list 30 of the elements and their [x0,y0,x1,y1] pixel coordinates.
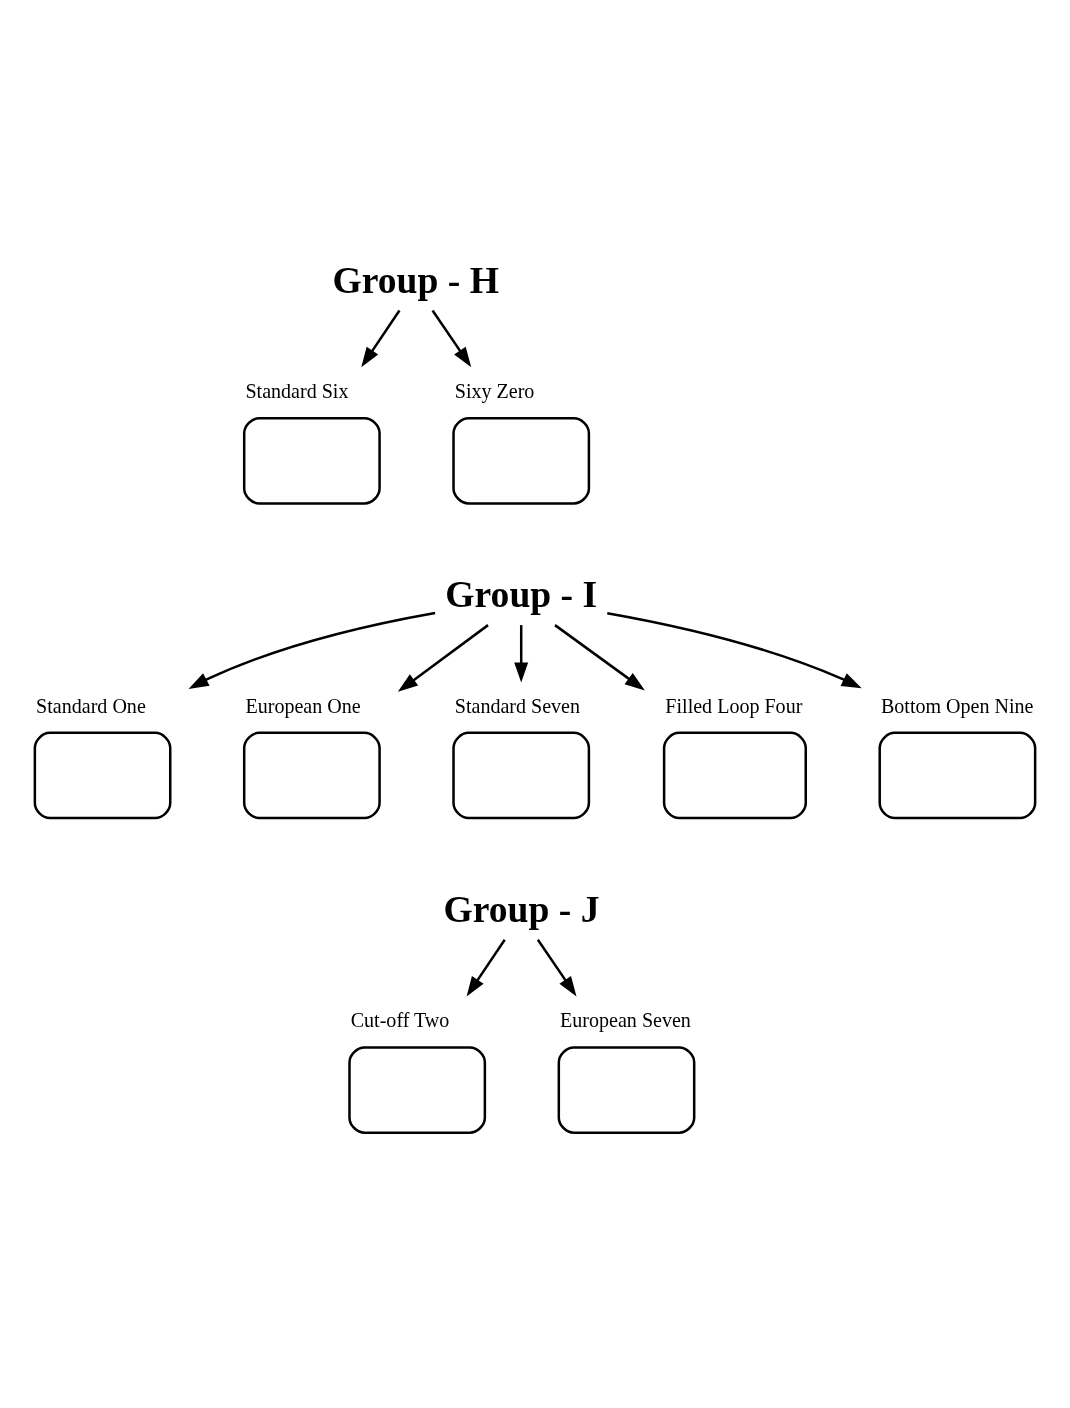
node-box [33,731,172,820]
node-box [662,731,807,820]
arrow [554,624,645,691]
node-label: European Seven [560,1009,691,1032]
node-label: Sixy Zero [454,379,535,402]
node-label: Bottom Open Nine [880,694,1034,717]
arrow [466,939,506,997]
node-label: Standard Seven [454,694,581,717]
node-label: Standard Six [245,379,349,402]
node-box [452,416,591,505]
node-text: Group - I [445,573,598,616]
node-box [452,731,591,820]
node-label: Filled Loop Four [665,694,803,717]
arrow [397,624,489,692]
arrow [514,625,529,683]
node-box [557,1046,696,1134]
node-box [878,731,1037,820]
node-text: Group - H [332,258,499,301]
arrow [431,309,472,368]
arrow [361,309,401,368]
arrow [188,611,436,689]
node-text: Group - J [443,888,600,931]
node-box [242,731,381,820]
node-label: European One [245,694,361,717]
node-label: Standard One [36,694,146,717]
node-box [348,1046,487,1134]
arrow [607,612,862,689]
node-box [242,416,381,505]
node-label: Cut-off Two [350,1009,450,1032]
arrow [536,939,577,997]
